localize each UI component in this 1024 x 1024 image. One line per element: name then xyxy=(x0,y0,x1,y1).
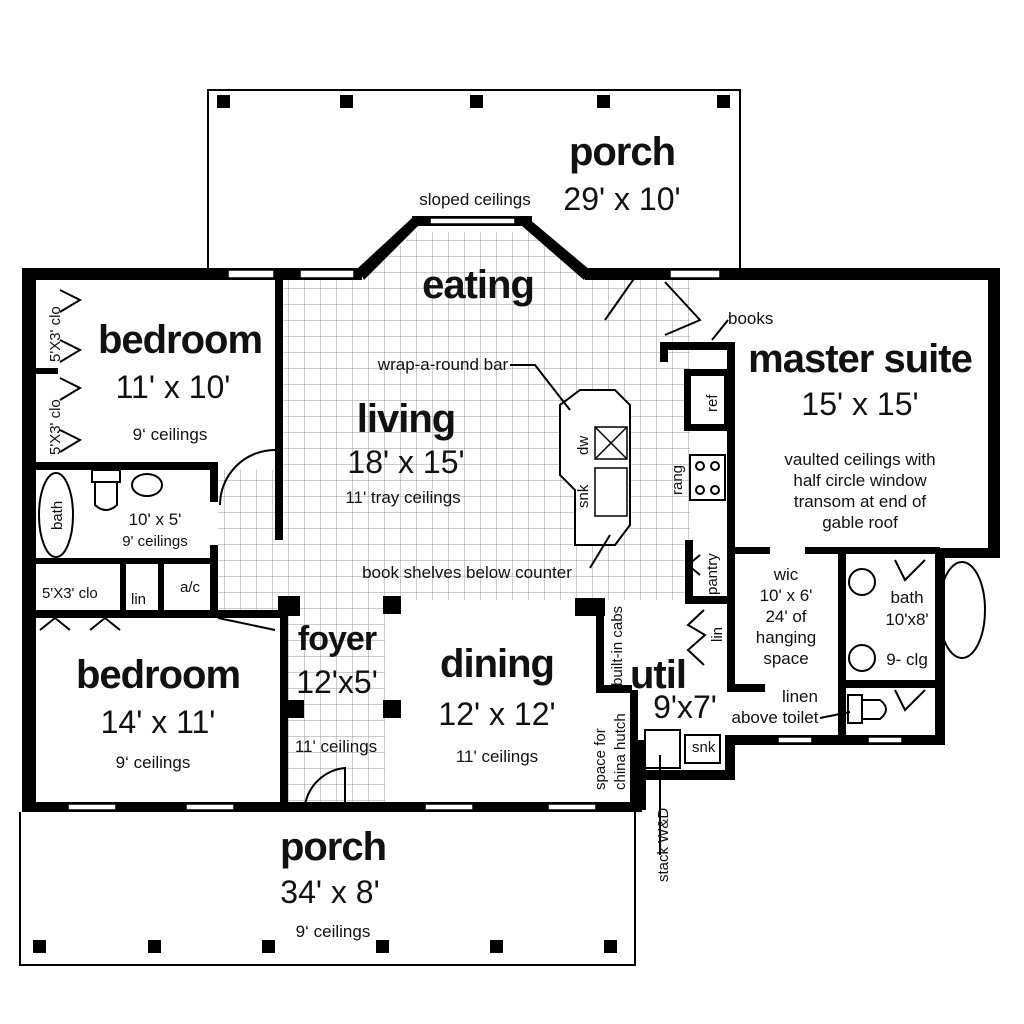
rang-label: rang xyxy=(669,465,686,495)
ref-label: ref xyxy=(704,394,721,412)
bath2-name: bath xyxy=(890,588,923,607)
util-sink xyxy=(684,734,721,764)
bath2-size: 10'x8' xyxy=(885,610,928,629)
eating-name: eating xyxy=(422,263,534,307)
bath1-size: 10' x 5' xyxy=(129,510,182,529)
back-porch-name: porch xyxy=(569,130,675,174)
snk-label: snk xyxy=(575,484,592,508)
master-size: 15' x 15' xyxy=(801,386,918,422)
bath1-ceiling: 9' ceilings xyxy=(122,533,187,550)
back-porch xyxy=(207,89,741,270)
master-toilet xyxy=(847,694,863,724)
range xyxy=(689,454,726,501)
linen-label-2: above toilet xyxy=(732,708,819,727)
built-in-cabs-label: built-in cabs xyxy=(609,606,626,686)
pantry-label: pantry xyxy=(704,553,721,595)
bedroom2-name: bedroom xyxy=(76,653,240,697)
util-size: 9'x7' xyxy=(653,689,717,725)
dining-name: dining xyxy=(440,642,554,686)
foyer-name: foyer xyxy=(298,620,377,658)
bedroom1-ceiling: 9‘ ceilings xyxy=(133,425,208,444)
living-name: living xyxy=(357,397,455,441)
wic-note-1: 24' of xyxy=(765,607,806,626)
closet1-label: 5'X3' clo xyxy=(47,306,64,362)
master-note-1: vaulted ceilings with xyxy=(784,450,935,469)
front-porch xyxy=(19,812,636,966)
exterior-walls xyxy=(22,216,1000,812)
china-label-2: china hutch xyxy=(612,713,629,790)
book-shelves-label: book shelves below counter xyxy=(362,563,572,582)
sink xyxy=(594,467,628,517)
bath-sink xyxy=(131,473,163,497)
china-label-1: space for xyxy=(592,728,609,790)
refrigerator xyxy=(689,374,726,426)
back-porch-size: 29' x 10' xyxy=(563,181,680,217)
toilet xyxy=(91,469,121,483)
ac-label: a/c xyxy=(180,579,201,596)
util-name: util xyxy=(630,653,686,697)
sloped-ceilings-label: sloped ceilings xyxy=(419,190,531,209)
front-porch-ceiling: 9‘ ceilings xyxy=(296,922,371,941)
master-note-4: gable roof xyxy=(822,513,898,532)
bathtub xyxy=(38,472,74,558)
bedroom2-ceiling: 9‘ ceilings xyxy=(116,753,191,772)
lin2-label: lin xyxy=(709,627,726,642)
linen-label-1: linen xyxy=(782,687,818,706)
master-sink-1 xyxy=(848,568,876,596)
wrap-bar-label: wrap-a-round bar xyxy=(377,355,509,374)
master-note-2: half circle window xyxy=(793,471,927,490)
foyer-ceiling: 11' ceilings xyxy=(295,737,377,756)
front-porch-size: 34' x 8' xyxy=(280,874,379,910)
room-labels: porch 29' x 10' sloped ceilings eating b… xyxy=(42,130,973,941)
foyer-size: 12'x5' xyxy=(296,664,378,700)
master-sink-2 xyxy=(848,644,876,672)
closet3-label: 5'X3' clo xyxy=(42,585,98,602)
front-porch-name: porch xyxy=(280,825,386,869)
dining-ceiling: 11' ceilings xyxy=(456,747,538,766)
bath2-ceiling: 9- clg xyxy=(886,650,928,669)
living-ceiling: 11' tray ceilings xyxy=(345,488,460,507)
master-name: master suite xyxy=(748,337,972,381)
dining-size: 12' x 12' xyxy=(438,696,555,732)
washer-dryer-space xyxy=(644,729,681,769)
bedroom2-size: 14' x 11' xyxy=(101,704,216,740)
fixtures xyxy=(38,269,986,855)
util-snk-label: snk xyxy=(692,739,716,756)
lin1-label: lin xyxy=(131,591,146,608)
living-size: 18' x 15' xyxy=(347,444,464,480)
closet2-label: 5'X3' clo xyxy=(47,399,64,455)
master-tub xyxy=(938,561,986,659)
books-label: books xyxy=(728,309,773,328)
wic-note-3: space xyxy=(763,649,808,668)
bedroom1-name: bedroom xyxy=(98,318,262,362)
dw-label: dw xyxy=(575,436,592,455)
wic-name: wic xyxy=(773,565,799,584)
bedroom1-size: 11' x 10' xyxy=(116,369,231,405)
stack-wd-label: stack W&D xyxy=(655,808,672,882)
wic-size: 10' x 6' xyxy=(760,586,813,605)
bath1-label: bath xyxy=(49,501,66,530)
master-note-3: transom at end of xyxy=(794,492,927,511)
wic-note-2: hanging xyxy=(756,628,817,647)
